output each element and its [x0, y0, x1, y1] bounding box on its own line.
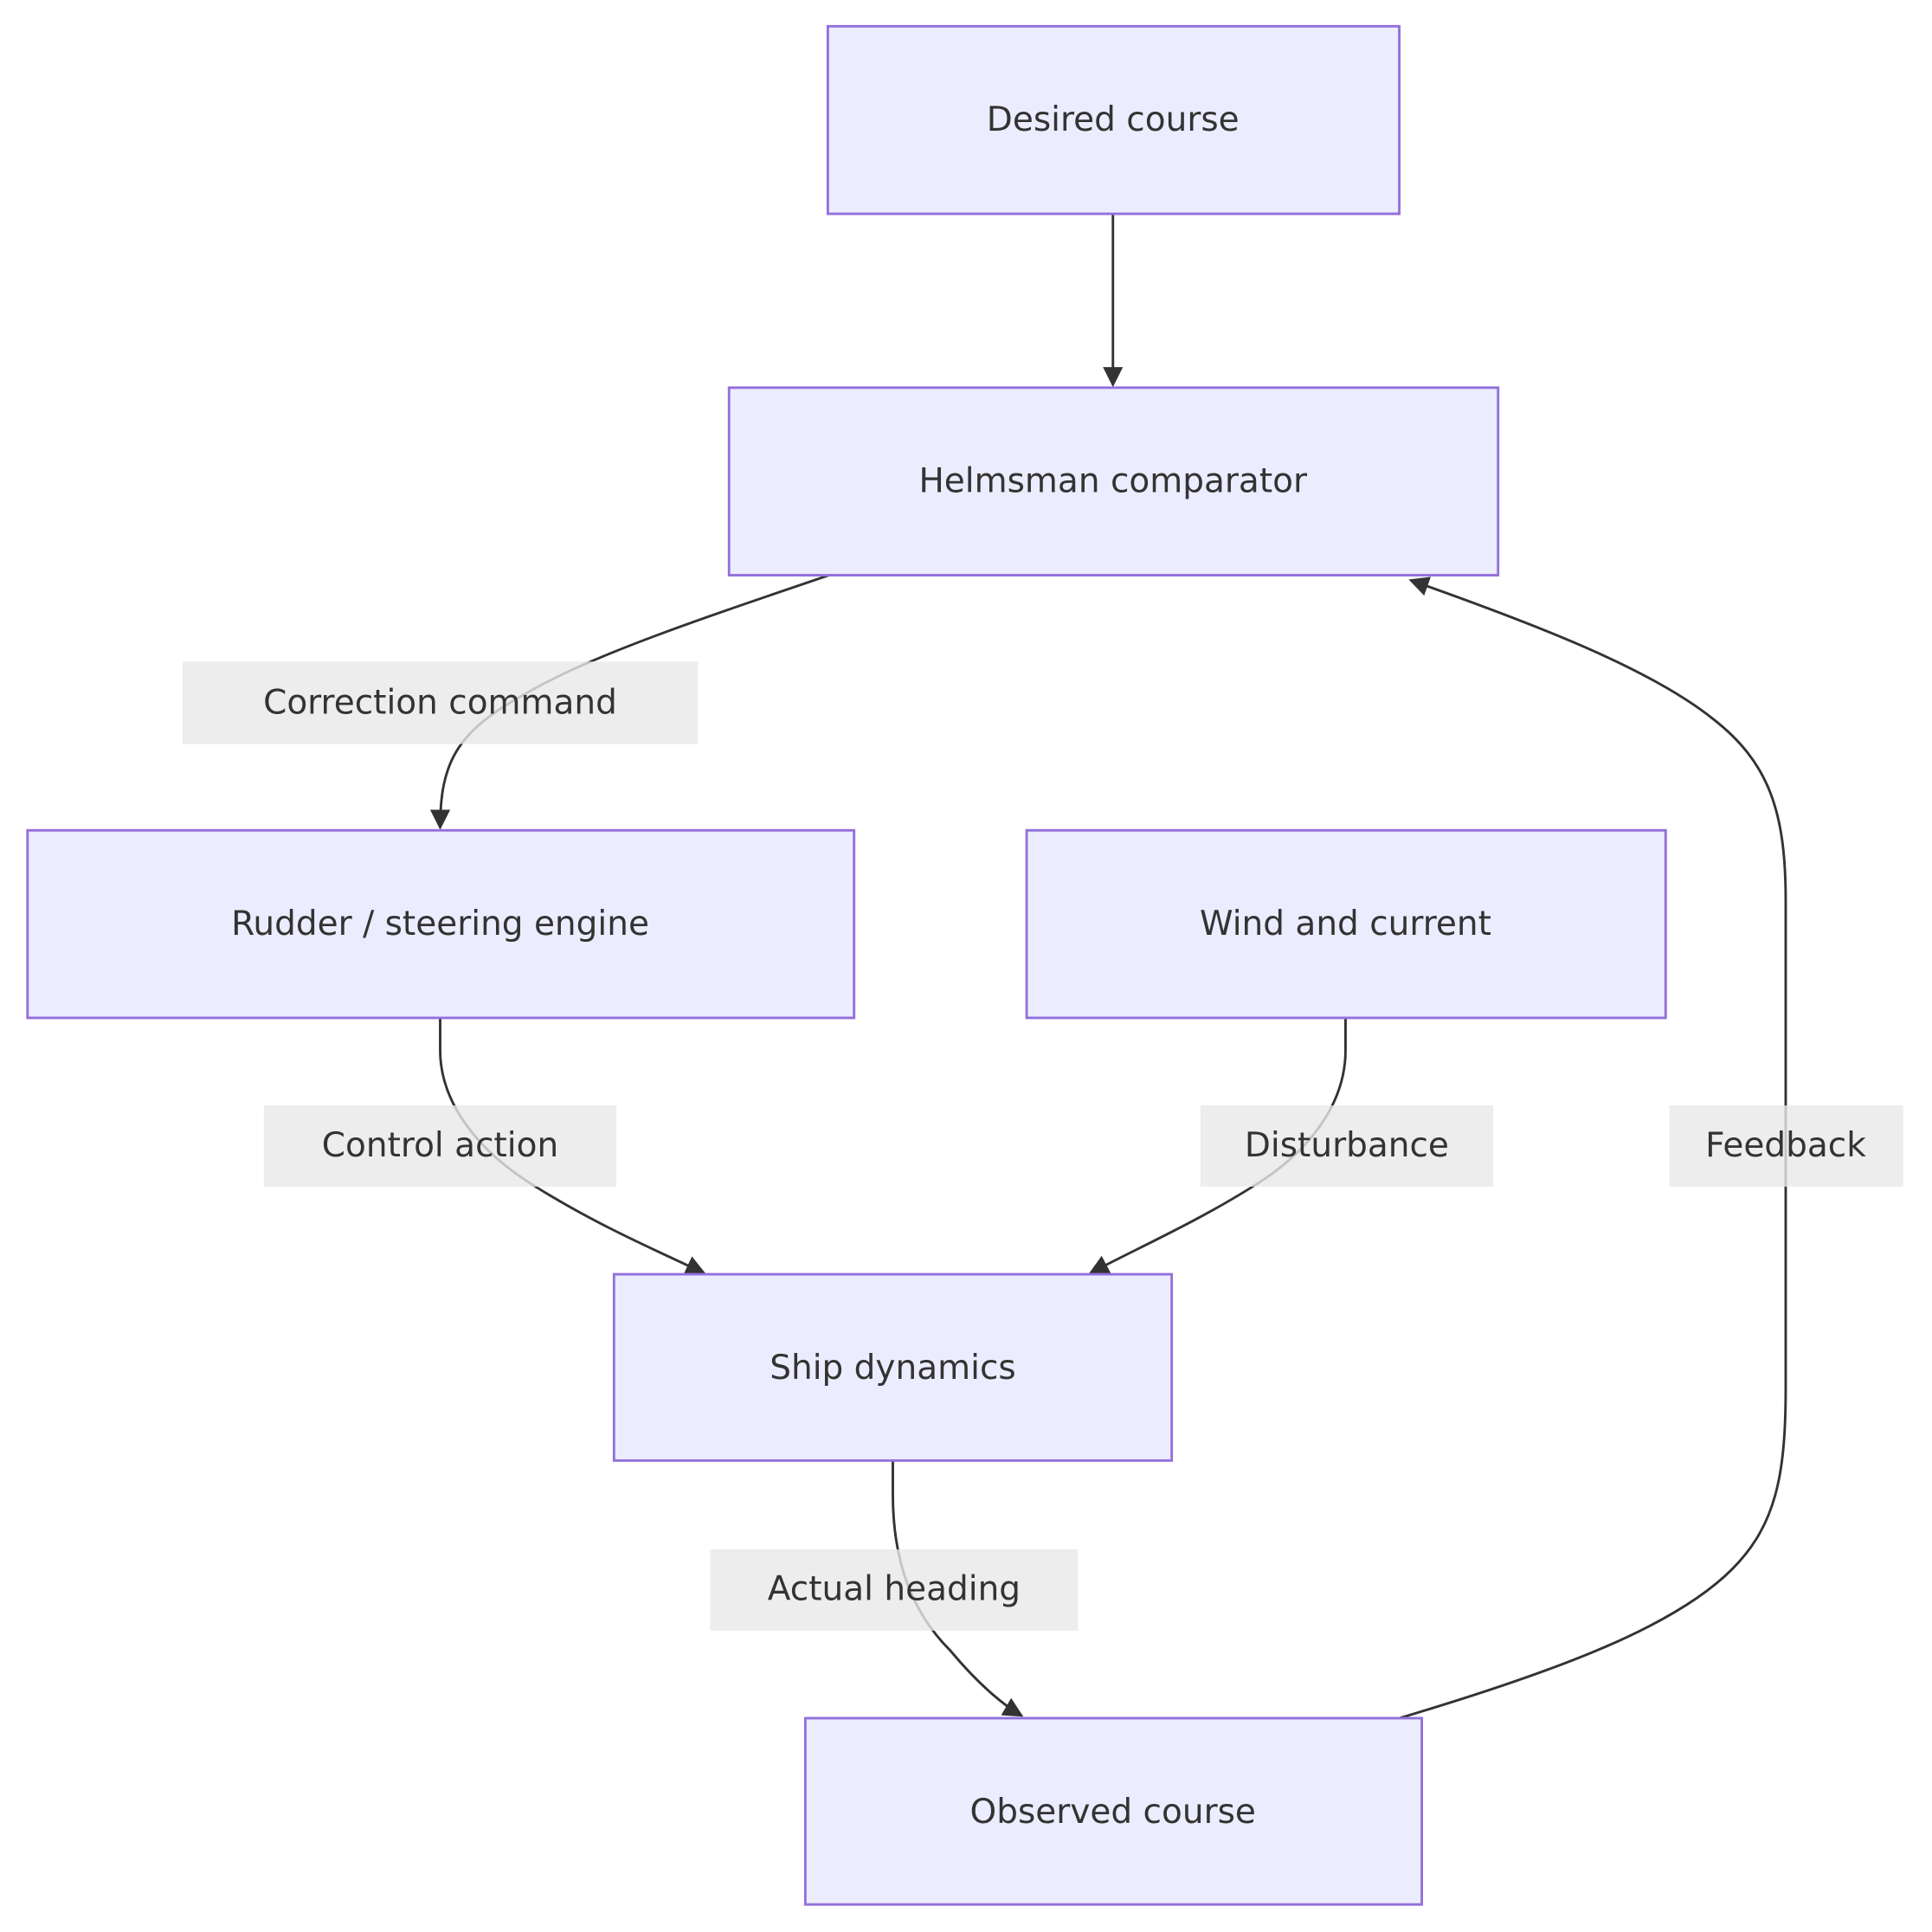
node-rudder-steering-engine: Rudder / steering engine	[26, 828, 856, 1020]
node-observed-course: Observed course	[803, 1716, 1424, 1906]
node-helmsman-comparator: Helmsman comparator	[727, 386, 1500, 576]
node-label: Observed course	[970, 1793, 1256, 1832]
edge-label-actual-heading: Actual heading	[710, 1549, 1079, 1631]
node-label: Desired course	[987, 100, 1240, 139]
edge-label-text: Correction command	[263, 683, 617, 722]
node-ship-dynamics: Ship dynamics	[612, 1272, 1174, 1462]
edge-line	[439, 1017, 706, 1275]
edge-line	[1088, 1017, 1347, 1274]
edge-label-disturbance: Disturbance	[1200, 1105, 1493, 1187]
edge-label-correction-command: Correction command	[182, 661, 699, 744]
node-label: Helmsman comparator	[918, 462, 1308, 501]
edge-label-feedback: Feedback	[1669, 1105, 1903, 1187]
node-label: Wind and current	[1200, 905, 1491, 943]
node-label: Rudder / steering engine	[231, 905, 649, 943]
edge-line	[1399, 576, 1787, 1720]
edge-label-text: Feedback	[1705, 1126, 1866, 1165]
node-label: Ship dynamics	[770, 1349, 1016, 1388]
node-desired-course: Desired course	[826, 24, 1401, 216]
edge-label-control-action: Control action	[263, 1105, 617, 1187]
edge-line	[892, 1460, 1024, 1717]
edge-rudder-to-ship	[439, 1017, 706, 1275]
edge-ship-to-observed	[892, 1460, 1024, 1717]
edge-wind-to-ship	[1088, 1017, 1347, 1274]
node-wind-and-current: Wind and current	[1025, 828, 1667, 1020]
edge-label-text: Disturbance	[1245, 1126, 1449, 1165]
edge-label-text: Actual heading	[768, 1570, 1021, 1609]
edge-observed-to-helmsman-feedback	[1399, 576, 1787, 1720]
edge-label-text: Control action	[322, 1126, 558, 1165]
